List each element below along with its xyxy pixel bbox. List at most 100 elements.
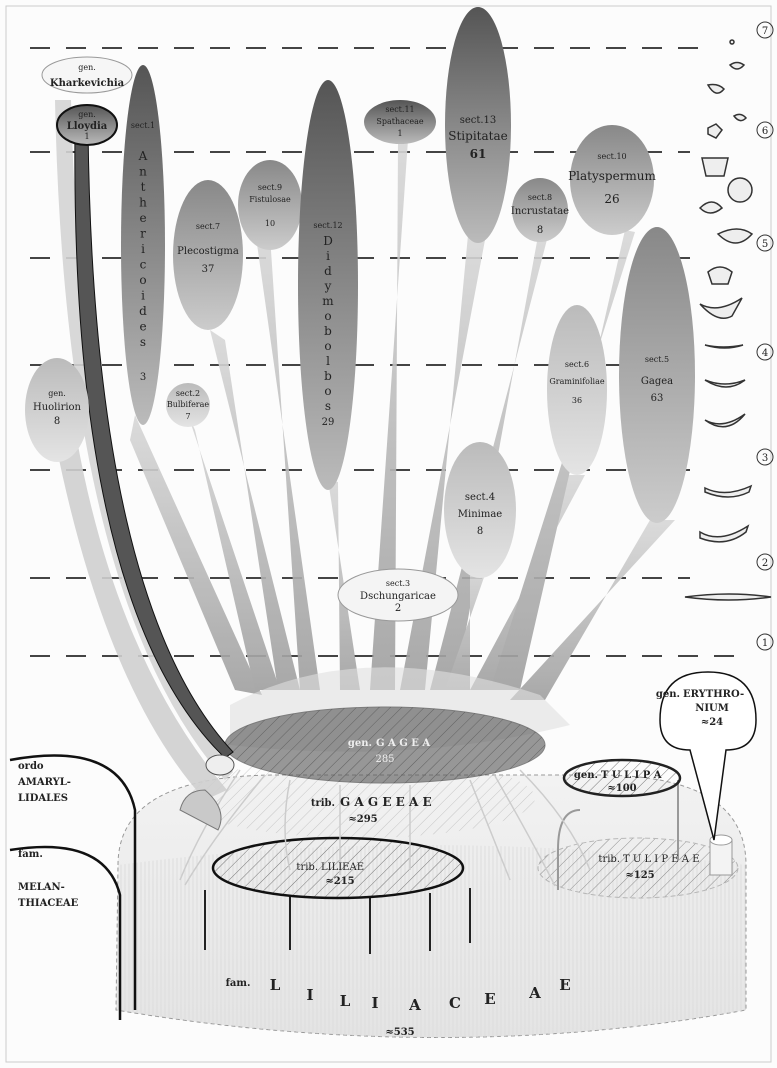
amaryllidales-rank: ordo — [18, 761, 44, 772]
gageeae-count: ≈295 — [348, 814, 377, 825]
huolirion-rank: gen. — [48, 389, 66, 398]
tulipeae-name: T U L I P E A E — [623, 854, 700, 865]
level-5-label: 5 — [762, 239, 768, 250]
liliaceae-letter: I — [371, 994, 378, 1012]
platyspermum-rank: sect.10 — [597, 152, 626, 161]
tulipa-count: ≈100 — [607, 783, 636, 794]
level-4-label: 4 — [762, 348, 768, 359]
stipitatae-name: Stipitatae — [448, 129, 507, 143]
liliaceae-letter: A — [408, 996, 421, 1014]
incrustatae-count: 8 — [537, 225, 543, 236]
anthericoides-letter: i — [141, 242, 145, 256]
didymobolbos-letter: l — [326, 354, 330, 368]
dschungaricae-name: Dschungaricae — [360, 591, 436, 602]
fistulosae-node — [238, 160, 302, 250]
level-2-label: 2 — [762, 558, 768, 569]
liliaceae-letter: I — [306, 986, 313, 1004]
didymobolbos-rank: sect.12 — [313, 221, 342, 230]
minimae-name: Minimae — [458, 509, 503, 520]
didymobolbos-letter: s — [325, 399, 331, 413]
didymobolbos-count: 29 — [322, 417, 335, 428]
gageeae-rank: trib. — [311, 798, 335, 809]
lilieae-name: LILIEAE — [321, 862, 364, 873]
spathaceae-rank: sect.11 — [385, 105, 414, 114]
gagea-sect-name: Gagea — [641, 376, 673, 387]
anthericoides-letter: e — [139, 320, 146, 334]
liliaceae-rank: fam. — [226, 978, 251, 989]
gagea-sect-node — [619, 227, 695, 523]
didymobolbos-letter: o — [324, 384, 331, 398]
huolirion-name: Huolirion — [33, 402, 82, 413]
tulipeae-rank: trib. — [598, 854, 620, 865]
stipitatae-count: 61 — [470, 147, 487, 161]
lilieae-count: ≈215 — [325, 876, 354, 887]
liliaceae-letter: E — [559, 976, 570, 994]
seed-icons — [685, 40, 771, 600]
fistulosae-name: Fistulosae — [249, 195, 291, 204]
fistulosae-rank: sect.9 — [258, 183, 282, 192]
lloydia-name: Lloydia — [67, 121, 108, 132]
anthericoides-letter: h — [139, 196, 147, 210]
plecostigma-rank: sect.7 — [196, 222, 220, 231]
liliaceae-letter: E — [484, 990, 495, 1008]
erythronium-name-1: ERYTHRO- — [683, 689, 744, 700]
anthericoides-letter: c — [140, 258, 147, 272]
bulbiferae-count: 7 — [185, 412, 190, 421]
anthericoides-count: 3 — [140, 372, 146, 383]
didymobolbos-letter: o — [324, 339, 331, 353]
spathaceae-name: Spathaceae — [376, 117, 423, 126]
anthericoides-rank: sect.1 — [131, 121, 155, 130]
level-3-label: 3 — [762, 453, 768, 464]
didymobolbos-letter: b — [324, 324, 332, 338]
melanthiaceae-line1: MELAN- — [18, 882, 65, 893]
minimae-count: 8 — [477, 526, 483, 537]
stipitatae-rank: sect.13 — [460, 115, 497, 126]
lloydia-rank: gen. — [78, 110, 96, 119]
spathaceae-count: 1 — [397, 129, 402, 138]
didymobolbos-letter: D — [323, 234, 333, 248]
gagea-sect-rank: sect.5 — [645, 355, 669, 364]
platyspermum-name: Platyspermum — [568, 169, 656, 183]
didymobolbos-letter: y — [324, 279, 332, 293]
lilieae-rank: trib. — [296, 862, 318, 873]
lloydia-count: 1 — [84, 132, 89, 141]
tulipa-rank: gen. — [574, 770, 598, 781]
dschungaricae-count: 2 — [395, 603, 401, 614]
melanthiaceae-curve — [10, 847, 120, 1020]
melanthiaceae-line2: THIACEAE — [18, 898, 79, 909]
minimae-rank: sect.4 — [465, 492, 495, 503]
erythronium-name-2: NIUM — [695, 703, 729, 714]
kharkevichia-name: Kharkevichia — [50, 78, 125, 89]
erythronium-count: ≈24 — [701, 717, 723, 728]
didymobolbos-letter: m — [322, 294, 334, 308]
graminifoliae-count: 36 — [572, 396, 582, 405]
liliaceae-letter: A — [528, 984, 541, 1002]
didymobolbos-letter: i — [326, 249, 330, 263]
gageeae-name: G A G E E A E — [340, 795, 432, 809]
anthericoides-letter: e — [139, 211, 146, 225]
kharkevichia-rank: gen. — [78, 63, 96, 72]
level-1-label: 1 — [762, 638, 768, 649]
dschungaricae-rank: sect.3 — [386, 579, 410, 588]
bulbiferae-name: Bulbiferae — [167, 400, 210, 409]
graminifoliae-name: Graminifoliae — [549, 377, 605, 386]
graminifoliae-rank: sect.6 — [565, 360, 589, 369]
gagea-sect-count: 63 — [651, 393, 664, 404]
incrustatae-name: Incrustatae — [511, 206, 569, 217]
huolirion-count: 8 — [54, 416, 60, 427]
anthericoides-letter: d — [139, 304, 147, 318]
amaryllidales-line1: AMARYL- — [17, 777, 71, 788]
didymobolbos-letter: o — [324, 309, 331, 323]
graminifoliae-node — [547, 305, 607, 475]
anthericoides-letter: i — [141, 289, 145, 303]
anthericoides-letter: A — [138, 149, 148, 163]
gagea-genus-name: G A G E A — [376, 738, 430, 749]
level-7-label: 7 — [762, 26, 768, 37]
liliaceae-letter: C — [449, 994, 461, 1012]
erythronium-rank: gen. — [656, 689, 680, 700]
anthericoides-letter: s — [140, 335, 146, 349]
fistulosae-count: 10 — [265, 219, 275, 228]
didymobolbos-letter: d — [324, 264, 332, 278]
